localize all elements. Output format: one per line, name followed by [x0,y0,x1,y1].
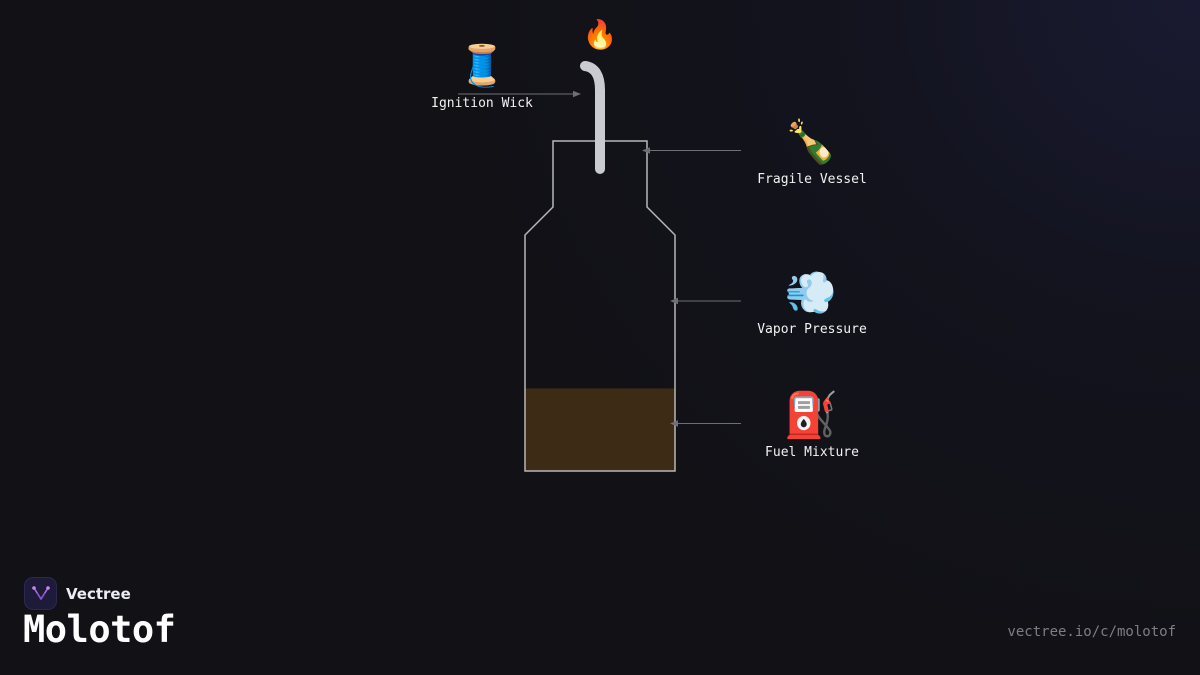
fuel-label: Fuel Mixture [765,445,859,460]
vectree-logo-icon [24,577,57,610]
vessel-label: Fragile Vessel [757,172,867,187]
bottle-outline [524,140,676,472]
fuel-pump-icon: ⛽ [783,390,839,441]
champagne-bottle-icon: 🍾 [784,117,838,166]
flame-icon: 🔥 [582,18,618,51]
dash-wind-icon: 💨 [784,268,838,317]
wick-cloth [580,61,605,174]
brand[interactable]: Vectree [24,577,131,610]
wick-label: Ignition Wick [431,96,533,111]
thread-spool-icon: 🧵 [457,43,507,89]
fuel-fill [525,388,675,471]
brand-name: Vectree [66,584,131,603]
vapor-label: Vapor Pressure [757,322,867,337]
page-title: Molotof [23,608,176,651]
source-url[interactable]: vectree.io/c/molotof [1007,624,1176,640]
